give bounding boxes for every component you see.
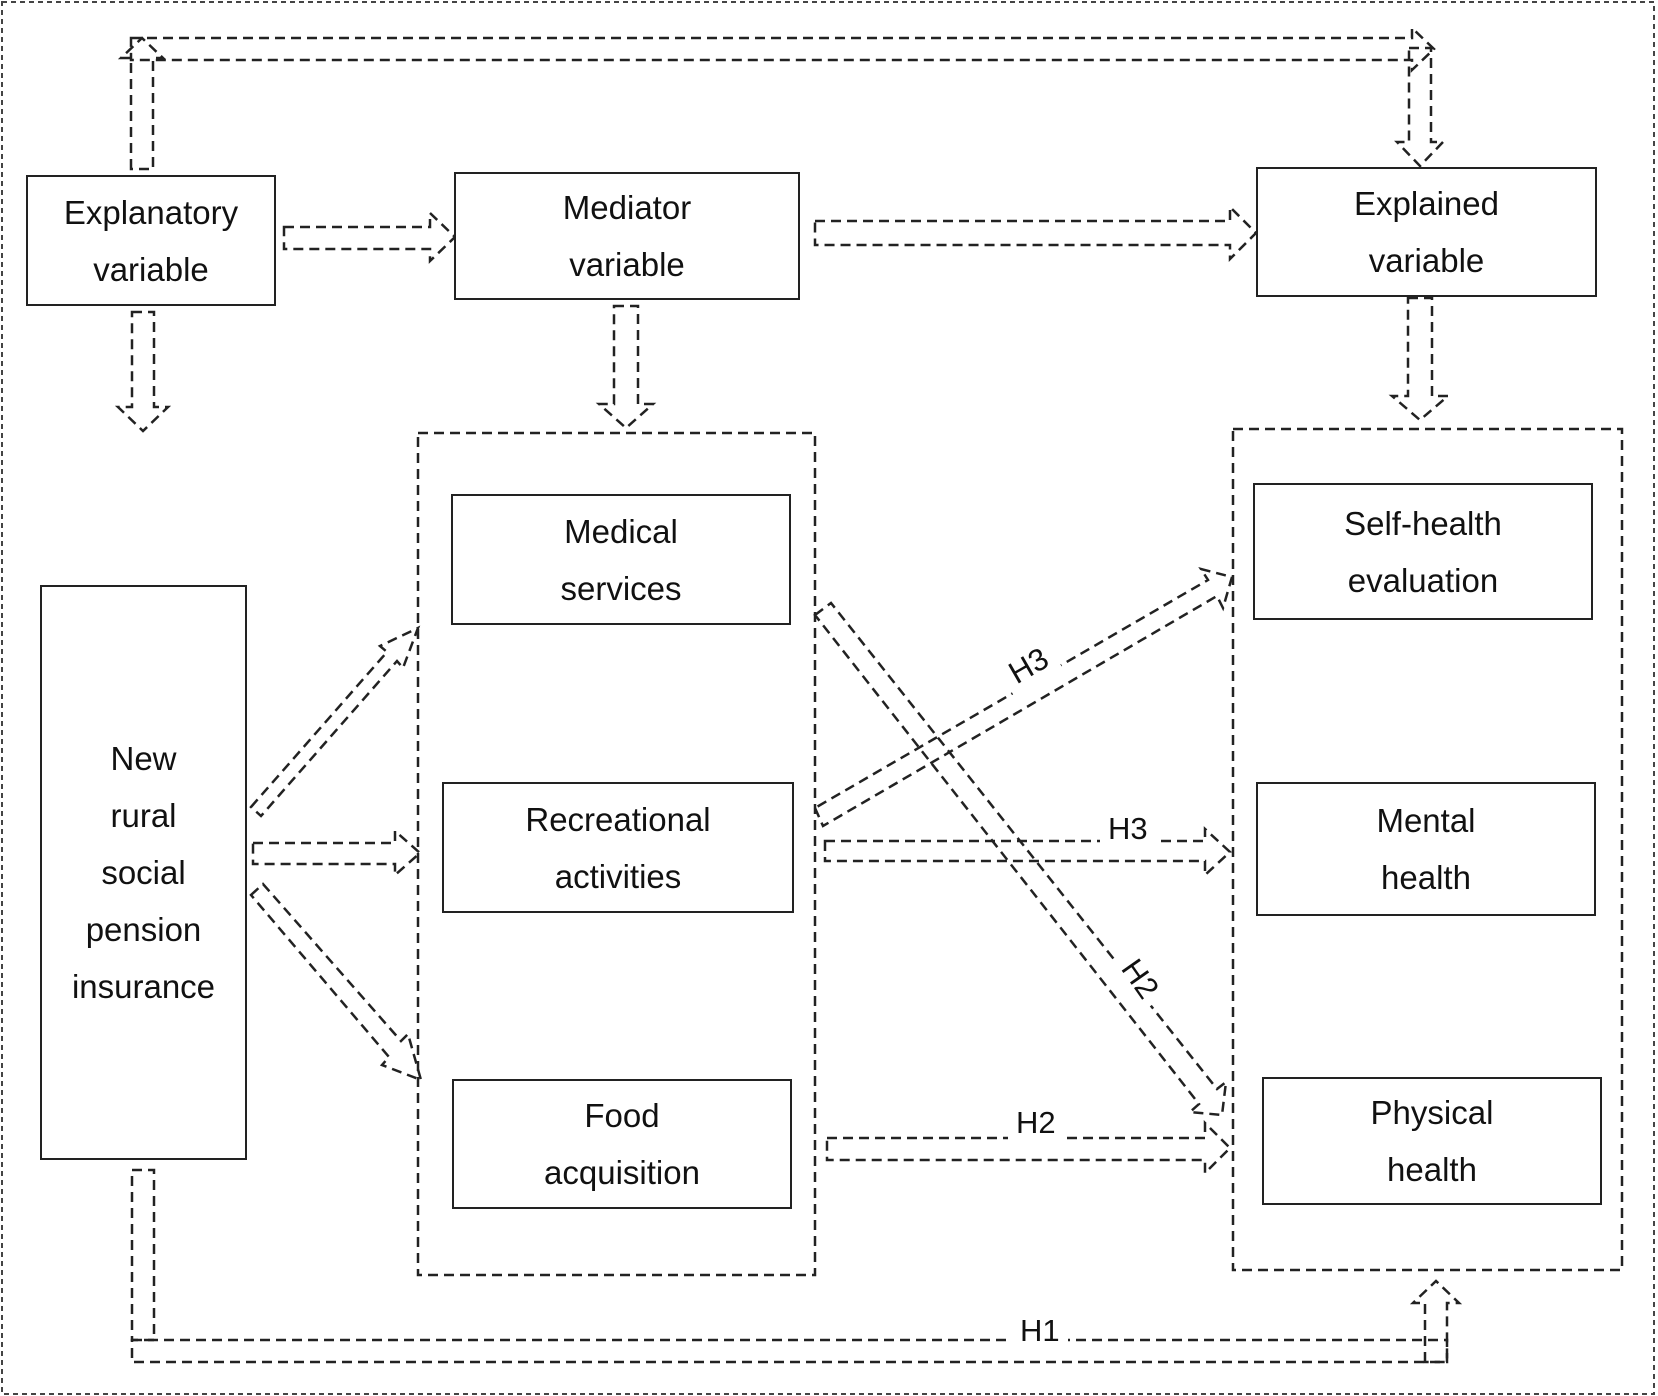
medical-services-box: Medical services xyxy=(451,494,791,625)
physical-health-box: Physical health xyxy=(1262,1077,1602,1205)
medical-line-1: Medical xyxy=(564,512,678,550)
food-acquisition-box: Food acquisition xyxy=(452,1079,792,1209)
arrow-explanatory-down xyxy=(114,310,172,433)
recreational-activities-box: Recreational activities xyxy=(442,782,794,913)
selfhealth-line-2: evaluation xyxy=(1347,561,1499,599)
explained-line-2: variable xyxy=(1368,242,1485,279)
nrspi-line-4: pension xyxy=(85,911,202,948)
mediator-line-2: variable xyxy=(569,246,685,283)
physical-line-2: health xyxy=(1387,1151,1477,1188)
mediators-group xyxy=(416,431,817,1277)
nrspi-box: New rural social pension insurance xyxy=(40,585,247,1160)
arrow-mediator-to-explained xyxy=(813,203,1258,263)
nrspi-line-3: social xyxy=(101,854,186,891)
nrspi-line-2: rural xyxy=(110,797,177,834)
mental-line-1: Mental xyxy=(1376,802,1476,839)
mental-health-box: Mental health xyxy=(1256,782,1596,916)
mediator-variable-box: Mediator variable xyxy=(454,172,800,300)
food-line-2: acquisition xyxy=(544,1154,700,1191)
explained-line-1: Explained xyxy=(1354,185,1499,222)
self-health-evaluation-box: Self-health evaluation xyxy=(1253,483,1593,620)
explanatory-line-2: variable xyxy=(93,250,209,288)
outcomes-group xyxy=(1231,427,1624,1272)
explained-variable-box: Explained variable xyxy=(1256,167,1597,297)
nrspi-line-1: New xyxy=(110,740,177,777)
arrow-explained-down xyxy=(1388,296,1452,422)
arrow-h1-up xyxy=(1409,1279,1463,1364)
arrow-nrspi-to-recreational xyxy=(251,828,422,878)
h1-label: H1 xyxy=(1012,1313,1068,1349)
h3-horizontal-label: H3 xyxy=(1100,811,1156,847)
arrow-mediator-down xyxy=(595,304,657,430)
arrow-recreational-to-selfhealth xyxy=(813,566,1234,828)
mediator-line-1: Mediator xyxy=(562,189,692,226)
arrow-recreational-to-mental xyxy=(823,826,1232,878)
nrspi-line-5: insurance xyxy=(71,968,216,1005)
arrow-explanatory-to-mediator xyxy=(282,210,457,264)
arrow-food-to-physical xyxy=(825,1119,1232,1177)
mental-line-2: health xyxy=(1381,859,1471,896)
medical-line-2: services xyxy=(560,569,682,607)
explanatory-line-1: Explanatory xyxy=(63,193,239,231)
arrow-nrspi-to-food xyxy=(249,882,423,1083)
physical-line-1: Physical xyxy=(1370,1094,1494,1131)
food-line-1: Food xyxy=(584,1097,660,1134)
recreational-line-2: activities xyxy=(554,857,682,895)
recreational-line-1: Recreational xyxy=(525,800,711,838)
arrow-medical-to-physical xyxy=(813,601,1228,1117)
arrow-h1-bottom xyxy=(130,1338,1449,1364)
arrow-top-up xyxy=(117,36,167,171)
h2-horizontal-label: H2 xyxy=(1008,1105,1064,1141)
arrow-top-down xyxy=(1394,46,1446,168)
arrow-nrspi-to-medical xyxy=(249,625,421,818)
selfhealth-line-1: Self-health xyxy=(1344,504,1502,542)
arrow-top-across xyxy=(129,25,1436,73)
explanatory-variable-box: Explanatory variable xyxy=(26,175,276,306)
arrow-h1-down xyxy=(130,1168,156,1342)
